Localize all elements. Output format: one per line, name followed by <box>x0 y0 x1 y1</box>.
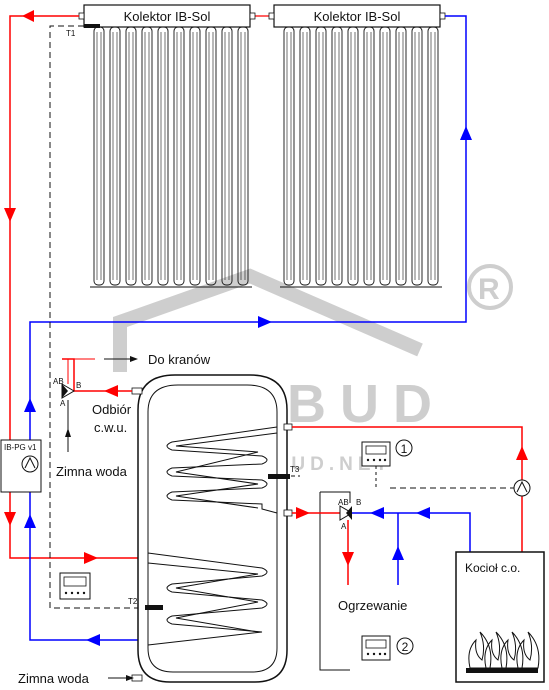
solar-cold-return <box>29 15 467 641</box>
solar-controller <box>59 572 91 600</box>
collector-2: Kolektor IB-Sol <box>273 4 442 288</box>
boiler-body <box>455 551 545 683</box>
sensor-t3 <box>268 474 290 479</box>
dhw-mixing-valve: AB A B <box>53 377 81 408</box>
arrow-dhw-left <box>104 385 118 397</box>
registered-mark-circle <box>467 264 513 310</box>
sensor-t1 <box>84 24 100 28</box>
arrow-heating-down <box>342 552 354 566</box>
heating-label: Ogrzewanie <box>338 598 407 613</box>
storage-tank <box>137 374 288 683</box>
arrow-tank-to-valve <box>296 507 310 519</box>
heating-controller-wire <box>319 492 350 671</box>
valve-top-a: A <box>60 399 66 408</box>
arrow-cold-right <box>258 316 272 328</box>
valve-mid-ab: AB <box>338 498 349 507</box>
collector-2-label: Kolektor IB-Sol <box>314 9 401 24</box>
tank-upper-coil-out <box>283 509 293 517</box>
controller-2-number: 2 <box>402 640 409 654</box>
controller-2-badge <box>396 637 414 655</box>
cold-water-top-label: Zimna woda <box>56 464 128 479</box>
tank-outer <box>137 374 288 683</box>
collector-2-tubes <box>283 26 439 286</box>
to-taps-pipe <box>67 358 95 384</box>
collector-link-fitting-left <box>249 12 256 20</box>
collector-link-fitting-right <box>268 12 275 20</box>
arrow-heating-up <box>392 546 404 560</box>
valve-top-ab: AB <box>53 377 64 386</box>
burner <box>466 668 538 673</box>
sensor-t1-label: T1 <box>66 29 76 38</box>
pump-group-label: IB-PG v1 <box>4 443 37 452</box>
valve-top-b: B <box>76 381 81 390</box>
pump-group: IB-PG v1 <box>0 439 42 493</box>
dhw-label-line2: c.w.u. <box>94 420 127 435</box>
solar-pump-triangle <box>24 456 36 469</box>
valve-mid-b: B <box>356 498 361 507</box>
valve-mid-a: A <box>341 522 347 531</box>
to-taps-arrow <box>130 356 138 362</box>
cold-water-bottom-arrow <box>126 675 134 681</box>
sensor-t2-label: T2 <box>128 597 138 606</box>
boiler-label: Kocioł c.o. <box>465 561 520 575</box>
arrow-cold-up-1 <box>24 514 36 528</box>
arrow-hot-right <box>84 552 98 564</box>
valve-wire <box>320 491 351 503</box>
boiler-pump-triangle <box>516 480 528 493</box>
sensor-t3-label: T3 <box>290 465 300 474</box>
collector-outlet-fitting <box>78 12 85 20</box>
solar-hot-supply <box>9 15 148 559</box>
to-taps-label: Do kranów <box>148 352 211 367</box>
controller-2: 2 <box>361 635 414 661</box>
registered-mark: R <box>478 273 500 306</box>
cold-water-bottom-label: Zimna woda <box>18 671 90 686</box>
heating-mixing-valve: AB A B <box>338 498 361 531</box>
tank-upper-coil-in <box>283 423 293 431</box>
controller-1: 1 <box>361 439 413 488</box>
arrow-hot-top <box>22 10 34 22</box>
collector-inlet-fitting <box>439 12 446 20</box>
controller-1-number: 1 <box>401 442 408 456</box>
upper-coil <box>166 426 278 514</box>
collector-2-tube-inner <box>286 32 436 280</box>
boiler-cold-supply <box>352 512 471 552</box>
sensor-t2 <box>145 605 163 610</box>
arrow-cold-up-2 <box>24 398 36 412</box>
arrow-cold-up-3 <box>460 126 472 140</box>
flame-icon <box>468 631 540 669</box>
collector-1: Kolektor IB-Sol <box>83 4 252 288</box>
collector-1-tube-inner <box>96 32 246 280</box>
tank-hot-outlet <box>131 387 143 395</box>
arrow-hot-down-1 <box>4 208 16 222</box>
arrow-boiler-cold-1 <box>370 507 384 519</box>
arrow-hot-down-2 <box>4 512 16 526</box>
cold-water-top-arrow <box>65 428 71 437</box>
watermark-roof <box>113 268 423 372</box>
dhw-label-line1: Odbiór <box>92 402 132 417</box>
sensor-t1-wire <box>49 25 148 609</box>
arrow-boiler-cold-2 <box>416 507 430 519</box>
boiler-hot-to-tank <box>292 426 523 552</box>
arrow-boiler-up <box>516 446 528 460</box>
tank-inner <box>147 384 278 673</box>
boiler: Kocioł c.o. <box>455 551 545 683</box>
lower-coil <box>147 552 268 646</box>
collector-1-label: Kolektor IB-Sol <box>124 9 211 24</box>
solar-pump-icon <box>21 455 39 473</box>
controller-1-badge <box>395 439 413 457</box>
arrow-cold-left <box>86 634 100 646</box>
